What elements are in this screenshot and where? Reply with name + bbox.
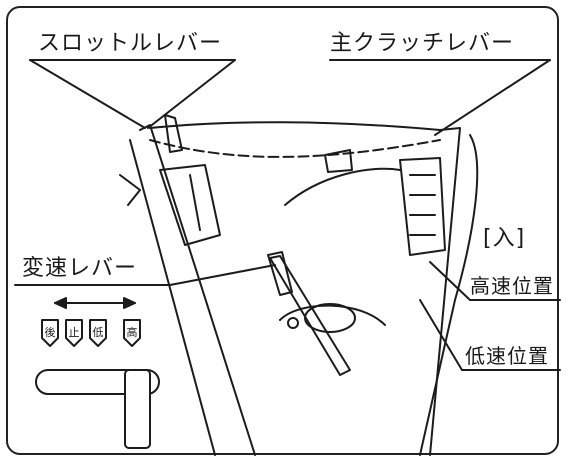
left-handle-tube-2 xyxy=(129,139,216,456)
throttle-tab xyxy=(119,174,141,206)
clutch-housing xyxy=(399,157,446,256)
gate-mark-low: 低 xyxy=(93,326,104,339)
shift-lever-knob xyxy=(267,251,293,296)
throttle-leader-line xyxy=(29,59,146,129)
shift-lever-label: 変速レバー xyxy=(22,256,138,281)
gate-mark-shape xyxy=(41,319,59,347)
diagram-frame xyxy=(6,6,559,455)
right-handle-tube xyxy=(429,127,461,456)
clutch-lever-bar xyxy=(284,167,401,206)
shift-gate-lever xyxy=(124,369,151,449)
fuel-cap xyxy=(304,303,356,333)
handle-cable xyxy=(149,121,441,131)
clutch-leader-line xyxy=(434,59,551,136)
throttle-lever-grip xyxy=(164,114,183,153)
throttle-lever-label: スロットルレバー xyxy=(38,31,223,56)
shift-lever-rod xyxy=(269,255,351,376)
handle-cable-dashed xyxy=(149,139,441,158)
gate-mark-neutral: 止 xyxy=(69,326,80,339)
arrow-left-icon xyxy=(54,297,67,309)
gate-mark-high: 高 xyxy=(127,325,138,339)
engaged-label: [入] xyxy=(483,226,526,251)
left-handle-tube xyxy=(139,124,256,456)
high-leader-line xyxy=(429,261,471,301)
gate-mark-reverse: 後 xyxy=(45,325,56,339)
clutch-mount xyxy=(324,149,353,173)
throttle-housing xyxy=(159,164,221,246)
shift-leader-line xyxy=(169,264,276,286)
right-handle-tube-2 xyxy=(419,134,479,456)
low-speed-position-label: 低速位置 xyxy=(465,344,549,368)
arrow-right-icon xyxy=(123,297,136,309)
main-clutch-lever-label: 主クラッチレバー xyxy=(330,31,515,56)
high-speed-position-label: 高速位置 xyxy=(470,274,554,298)
throttle-leader-line-2 xyxy=(147,59,236,129)
